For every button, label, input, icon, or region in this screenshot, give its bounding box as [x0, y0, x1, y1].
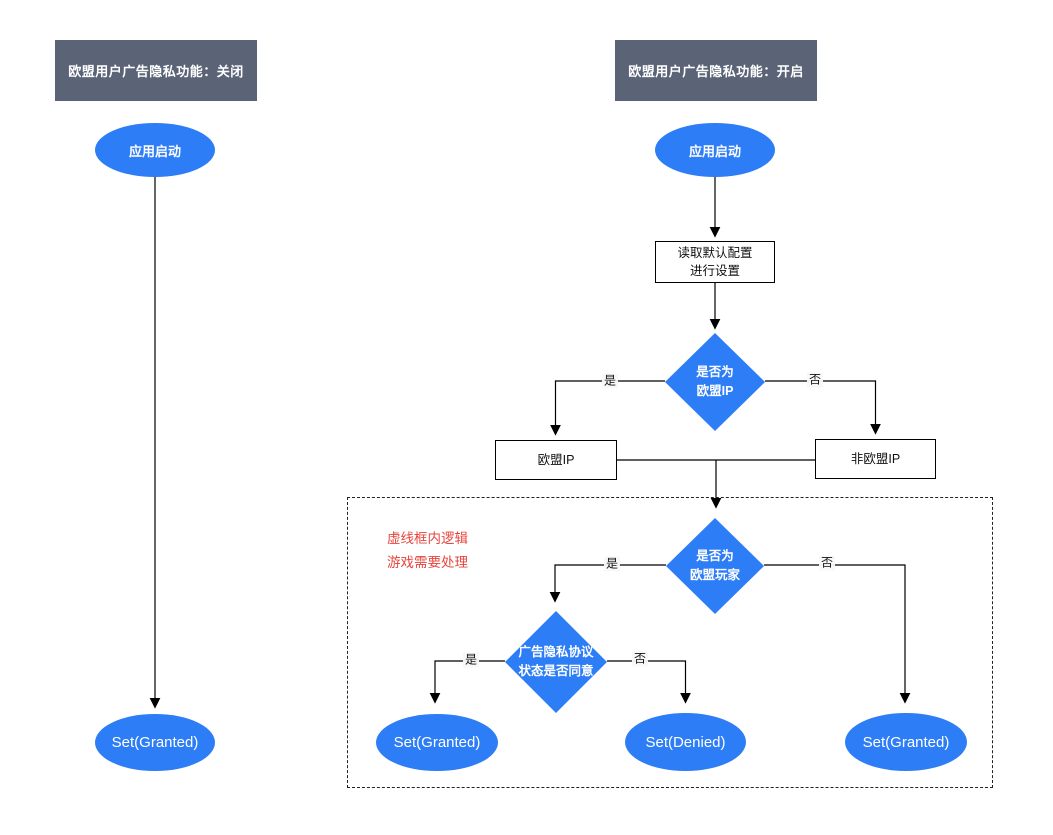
edge-label-eu-player-no: 否 — [818, 555, 836, 571]
config-line-2: 进行设置 — [689, 264, 740, 278]
read-default-config-node: 读取默认配置 进行设置 — [655, 241, 775, 283]
decision-eu-ip-line-2: 欧盟IP — [696, 384, 734, 398]
left-result-granted-node: Set(Granted) — [95, 714, 215, 771]
left-flow-header: 欧盟用户广告隐私功能：关闭 — [55, 40, 257, 101]
game-logic-dashed-region — [347, 497, 993, 788]
decision-consent-line-1: 广告隐私协议 — [518, 645, 594, 660]
eu-ip-node: 欧盟IP — [495, 440, 617, 480]
decision-eu-ip-node: 是否为 欧盟IP — [665, 333, 765, 431]
result-denied-node: Set(Denied) — [625, 713, 746, 771]
result-granted-consent-node: Set(Granted) — [376, 714, 498, 771]
non-eu-ip-node: 非欧盟IP — [815, 439, 936, 479]
config-line-1: 读取默认配置 — [677, 245, 753, 260]
right-flow-header: 欧盟用户广告隐私功能：开启 — [615, 40, 817, 101]
edge-label-eu-ip-no: 否 — [806, 372, 824, 388]
edge-label-eu-ip-yes: 是 — [601, 373, 619, 389]
edge-label-consent-yes: 是 — [462, 652, 480, 668]
right-start-node: 应用启动 — [655, 123, 775, 177]
edge-label-consent-no: 否 — [631, 651, 649, 667]
dashed-region-note: 虚线框内逻辑 游戏需要处理 — [387, 527, 468, 575]
decision-consent-line-2: 状态是否同意 — [518, 664, 594, 678]
edge-label-eu-player-yes: 是 — [603, 556, 621, 572]
result-granted-non-eu-node: Set(Granted) — [845, 713, 967, 771]
note-line-2: 游戏需要处理 — [387, 555, 468, 570]
decision-eu-player-line-1: 是否为 — [696, 549, 734, 564]
decision-eu-player-line-2: 欧盟玩家 — [689, 568, 740, 582]
decision-eu-ip-line-1: 是否为 — [696, 365, 734, 380]
left-start-node: 应用启动 — [95, 123, 215, 177]
note-line-1: 虚线框内逻辑 — [387, 531, 468, 546]
